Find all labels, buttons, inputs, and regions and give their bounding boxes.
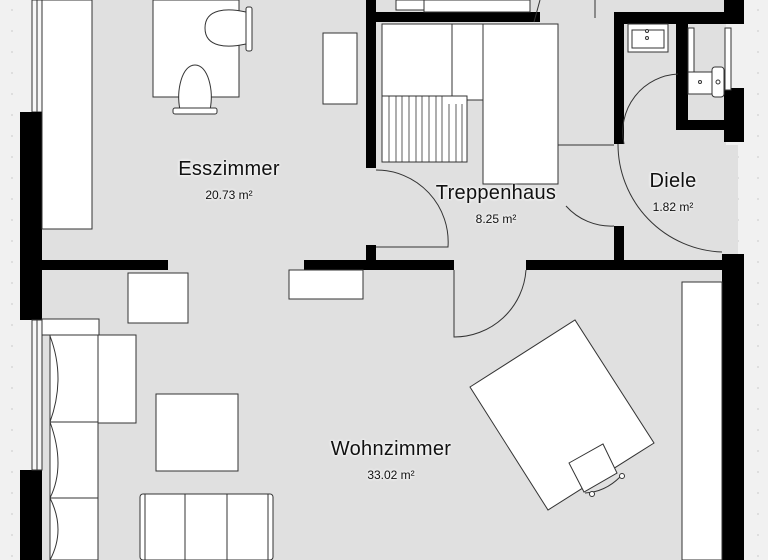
background-grid [11,9,759,557]
room-name: Diele [649,170,697,192]
room-area: 20.73 m² [205,188,253,202]
sideboard [41,0,93,230]
window-esszimmer-left [31,0,43,113]
treppenhaus-furniture [381,0,614,185]
door-esszimmer-treppenhaus [375,169,449,248]
esszimmer-furniture [41,0,358,230]
sofa-corner [41,318,100,336]
door-treppenhaus-diele [565,205,615,227]
room-label-treppenhaus: Treppenhaus 8.25 m² [436,182,556,226]
room-name: Wohnzimmer [330,438,452,460]
stair-treads [388,96,463,162]
stairs [381,95,468,163]
door-diele [617,143,723,253]
room-label-wohnzimmer: Wohnzimmer 33.02 m² [331,438,451,482]
chair-bottom-icon [178,64,212,111]
wc-fixtures [627,23,732,98]
doors [375,0,723,338]
sofa-bottom [139,493,274,560]
shelf-top [127,272,189,324]
landing-block [482,23,559,185]
room-area: 8.25 m² [475,212,517,226]
ottoman [97,334,137,424]
side-cabinet [322,32,358,105]
walls [20,0,744,560]
room-area: 1.82 m² [652,200,694,214]
room-name: Treppenhaus [435,182,557,204]
window-wohnzimmer-left [31,319,43,471]
wardrobe [681,281,723,560]
wohnzimmer-furniture [41,269,723,560]
door-wc [622,73,679,145]
door-wohnzimmer [453,269,527,338]
desk-chair-icon [568,443,625,497]
room-label-esszimmer: Esszimmer 20.73 m² [178,158,280,202]
room-label-diele: Diele 1.82 m² [649,170,696,214]
tv-bench [288,269,364,300]
chair-right-icon [204,9,247,47]
room-area: 33.02 m² [367,468,415,482]
room-name: Esszimmer [178,158,280,180]
coffee-table [155,393,239,472]
